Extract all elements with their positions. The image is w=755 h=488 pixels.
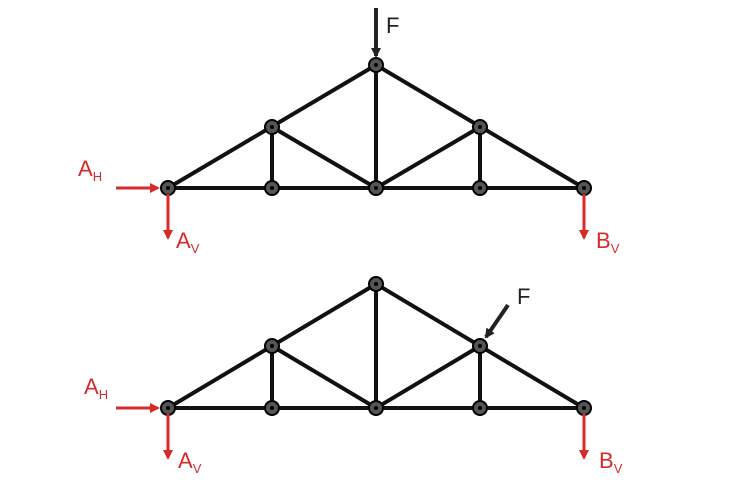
pin [270, 344, 274, 348]
load-label-f: F [386, 13, 399, 38]
load-arrow-f [484, 303, 510, 339]
pin [478, 344, 482, 348]
diagonal-right [374, 125, 482, 190]
pin [270, 406, 274, 410]
reaction-label-bv: BV [599, 448, 623, 476]
truss-1: F AH AV BV [78, 8, 620, 256]
pin [582, 186, 586, 190]
truss-1-members [166, 63, 586, 190]
pin [166, 186, 170, 190]
pin [270, 125, 274, 129]
reaction-label-av: AV [178, 448, 202, 476]
pin [166, 406, 170, 410]
diagonal-left [270, 125, 378, 190]
pin [374, 406, 378, 410]
truss-1-joints [160, 57, 592, 196]
pin [478, 406, 482, 410]
reaction-label-ah: AH [84, 374, 108, 402]
load-label-f: F [517, 284, 530, 309]
diagonal-right [374, 344, 482, 410]
reaction-label-ah: AH [78, 156, 102, 184]
reaction-label-av: AV [176, 228, 200, 256]
pin [270, 186, 274, 190]
reaction-label-bv: BV [596, 228, 620, 256]
pin [478, 186, 482, 190]
pin [478, 125, 482, 129]
pin [374, 186, 378, 190]
pin [582, 406, 586, 410]
pin [374, 63, 378, 67]
diagonal-left [270, 344, 378, 410]
pin [374, 282, 378, 286]
truss-2: F AH AV BV [84, 276, 623, 476]
